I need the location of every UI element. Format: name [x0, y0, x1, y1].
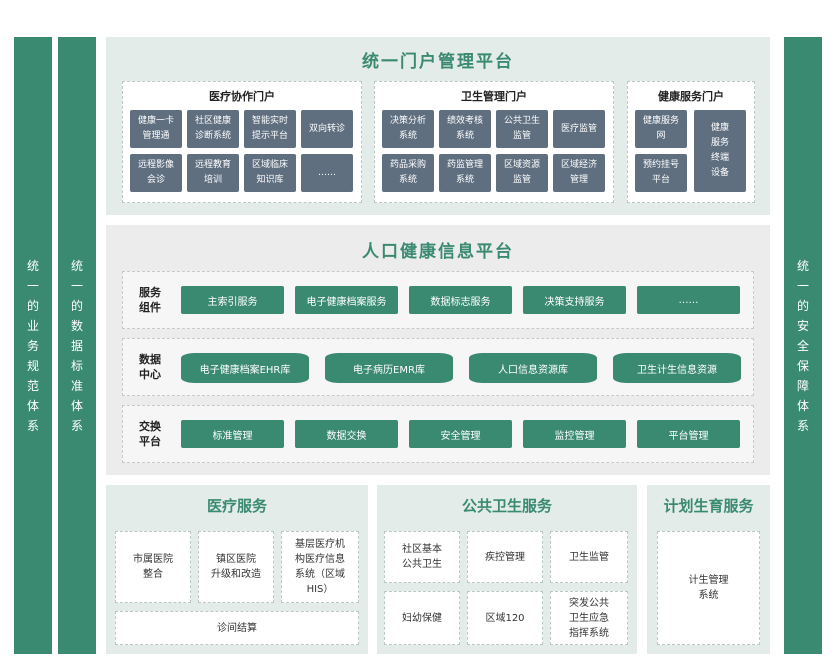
family-planning-panel: 计划生育服务 计生管理系统 [647, 485, 770, 654]
portal-item[interactable]: 远程影像会诊 [130, 154, 182, 192]
exchange-item[interactable]: 数据交换 [295, 420, 398, 448]
bar-label: 统一的数据标准体系 [70, 258, 83, 433]
panel-title: 医疗服务 [206, 497, 267, 515]
bar-label: 统一的业务规范体系 [26, 258, 39, 433]
unified-business-spec-bar: 统一的业务规范体系 [14, 37, 52, 654]
service-item[interactable]: 决策支持服务 [523, 286, 626, 314]
service-item[interactable]: 主索引服务 [181, 286, 284, 314]
database-cylinder[interactable]: 电子病历EMR库 [325, 353, 453, 383]
service-box[interactable]: 疾控管理 [467, 531, 543, 583]
portal-title: 卫生管理门户 [461, 90, 527, 103]
service-box[interactable]: 镇区医院升级和改造 [198, 531, 274, 603]
portal-item[interactable]: 药监管理系统 [439, 154, 491, 192]
row-label: 数据中心 [139, 353, 161, 381]
database-cylinder[interactable]: 卫生计生信息资源 [613, 353, 741, 383]
portal-platform-panel: 统一门户管理平台 医疗协作门户 健康一卡管理通 社区健康诊断系统 智能实时提示平… [106, 37, 770, 215]
public-health-panel: 公共卫生服务 社区基本公共卫生 疾控管理 卫生监管 妇幼保健 区域120 突发公… [377, 485, 637, 654]
service-item[interactable]: 电子健康档案服务 [295, 286, 398, 314]
data-center-row: 数据中心 电子健康档案EHR库 电子病历EMR库 人口信息资源库 卫生计生信息资… [122, 338, 754, 396]
health-service-portal: 健康服务门户 健康服务网 预约挂号平台 健康服务终端设备 [627, 81, 755, 203]
portal-item[interactable]: 社区健康诊断系统 [187, 110, 239, 148]
medical-portal: 医疗协作门户 健康一卡管理通 社区健康诊断系统 智能实时提示平台 双向转诊 远程… [122, 81, 362, 203]
portal-title: 医疗协作门户 [209, 90, 275, 103]
portal-item[interactable]: 区域经济管理 [553, 154, 605, 192]
service-box[interactable]: 突发公共卫生应急指挥系统 [550, 591, 628, 645]
portal-item[interactable]: …… [301, 154, 353, 192]
portal-item[interactable]: 药品采购系统 [382, 154, 434, 192]
service-box[interactable]: 社区基本公共卫生 [384, 531, 460, 583]
service-box[interactable]: 卫生监管 [550, 531, 628, 583]
portal-item[interactable]: 双向转诊 [301, 110, 353, 148]
service-box[interactable]: 计生管理系统 [657, 531, 760, 645]
portal-item[interactable]: 健康服务终端设备 [694, 110, 746, 192]
unified-data-standard-bar: 统一的数据标准体系 [58, 37, 96, 654]
service-box-footer[interactable]: 诊间结算 [115, 611, 359, 645]
portal-item[interactable]: 区域资源监管 [496, 154, 548, 192]
portal-item[interactable]: 绩效考核系统 [439, 110, 491, 148]
exchange-item[interactable]: 安全管理 [409, 420, 512, 448]
database-cylinder[interactable]: 人口信息资源库 [469, 353, 597, 383]
service-item[interactable]: …… [637, 286, 740, 314]
health-mgmt-portal: 卫生管理门户 决策分析系统 绩效考核系统 公共卫生监管 医疗监管 药品采购系统 … [374, 81, 614, 203]
exchange-item[interactable]: 标准管理 [181, 420, 284, 448]
service-box[interactable]: 妇幼保健 [384, 591, 460, 645]
exchange-platform-row: 交换平台 标准管理 数据交换 安全管理 监控管理 平台管理 [122, 405, 754, 463]
portal-item[interactable]: 远程教育培训 [187, 154, 239, 192]
portal-item[interactable]: 区域临床知识库 [244, 154, 296, 192]
info-platform-panel: 人口健康信息平台 服务组件 主索引服务 电子健康档案服务 数据标志服务 决策支持… [106, 225, 770, 475]
database-cylinder[interactable]: 电子健康档案EHR库 [181, 353, 309, 383]
portal-item[interactable]: 预约挂号平台 [635, 154, 687, 192]
info-platform-title: 人口健康信息平台 [362, 242, 514, 262]
portal-platform-title: 统一门户管理平台 [362, 52, 514, 72]
service-item[interactable]: 数据标志服务 [409, 286, 512, 314]
service-box[interactable]: 区域120 [467, 591, 543, 645]
row-label: 服务组件 [139, 286, 161, 314]
exchange-item[interactable]: 监控管理 [523, 420, 626, 448]
portal-item[interactable]: 智能实时提示平台 [244, 110, 296, 148]
exchange-item[interactable]: 平台管理 [637, 420, 740, 448]
panel-title: 公共卫生服务 [461, 497, 552, 515]
portal-item[interactable]: 健康服务网 [635, 110, 687, 148]
portal-item[interactable]: 公共卫生监管 [496, 110, 548, 148]
service-component-row: 服务组件 主索引服务 电子健康档案服务 数据标志服务 决策支持服务 …… [122, 271, 754, 329]
panel-title: 计划生育服务 [663, 497, 754, 515]
portal-title: 健康服务门户 [658, 90, 724, 103]
unified-security-bar: 统一的安全保障体系 [784, 37, 822, 654]
row-label: 交换平台 [139, 420, 161, 448]
portal-item[interactable]: 决策分析系统 [382, 110, 434, 148]
bar-label: 统一的安全保障体系 [796, 258, 809, 433]
portal-item[interactable]: 医疗监管 [553, 110, 605, 148]
service-box[interactable]: 市属医院整合 [115, 531, 191, 603]
portal-item[interactable]: 健康一卡管理通 [130, 110, 182, 148]
